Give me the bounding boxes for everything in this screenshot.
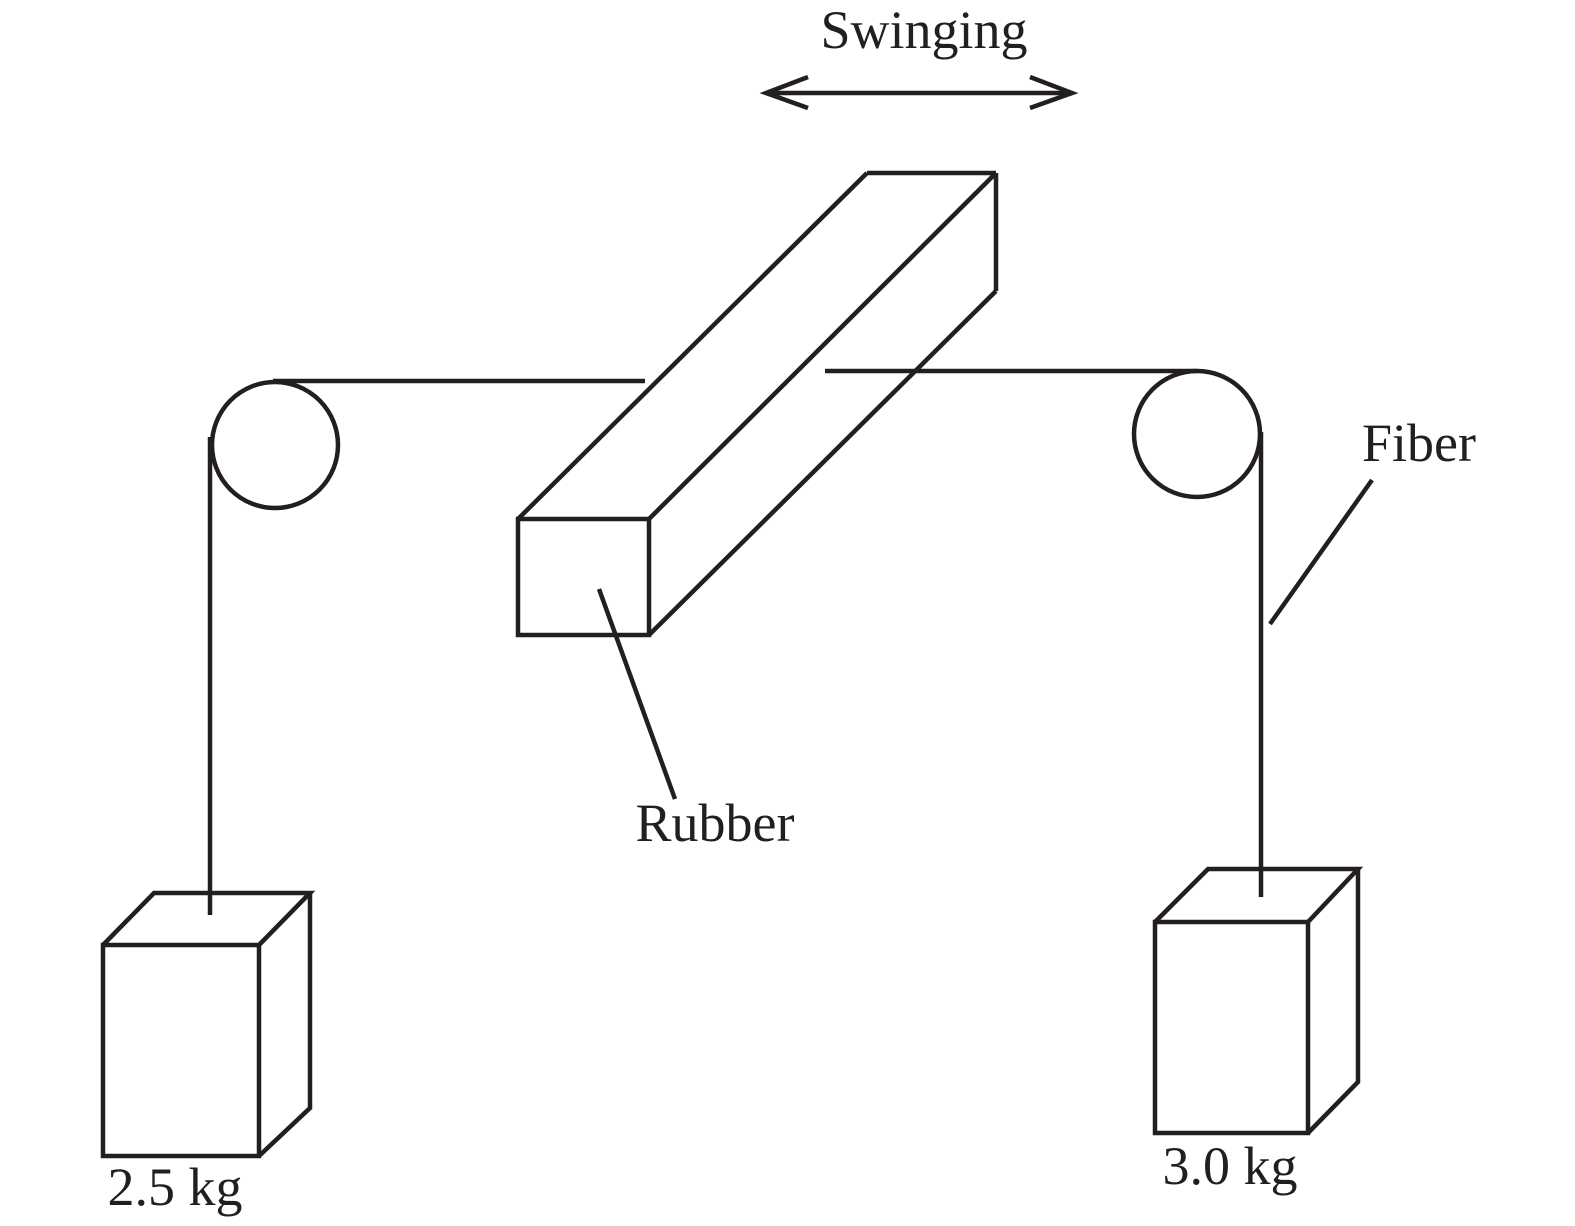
right-block-side bbox=[1306, 869, 1361, 1135]
beam-top-right-edge bbox=[647, 171, 998, 521]
rubber-label: Rubber bbox=[636, 793, 795, 853]
swing-arrow-left-head bbox=[759, 74, 809, 111]
swinging-label: Swinging bbox=[820, 0, 1027, 60]
left-block-side bbox=[257, 893, 313, 1158]
right-block-front bbox=[1152, 919, 1311, 1136]
fiber-label: Fiber bbox=[1362, 413, 1476, 473]
left-mass-block bbox=[100, 890, 316, 1159]
left-mass-label: 2.5 kg bbox=[108, 1157, 243, 1217]
rubber-beam bbox=[515, 170, 999, 638]
right-mass-label: 3.0 kg bbox=[1163, 1136, 1298, 1196]
swing-arrow-right-head bbox=[1029, 74, 1079, 111]
beam-bottom-right-edge bbox=[647, 289, 998, 637]
left-block-front bbox=[100, 942, 262, 1159]
right-pulley bbox=[1131, 368, 1263, 500]
right-block-top bbox=[1153, 866, 1364, 924]
right-fiber bbox=[825, 368, 1264, 897]
beam-front-face bbox=[515, 516, 652, 638]
right-mass-block bbox=[1152, 866, 1364, 1136]
fiber-leader-line bbox=[1268, 478, 1374, 626]
swing-double-arrow-icon bbox=[759, 74, 1079, 111]
left-fiber bbox=[207, 378, 645, 915]
left-pulley bbox=[209, 379, 341, 511]
rubber-leader-line bbox=[596, 588, 678, 800]
left-block-top bbox=[101, 890, 316, 947]
beam-top-left-edge bbox=[516, 171, 869, 521]
